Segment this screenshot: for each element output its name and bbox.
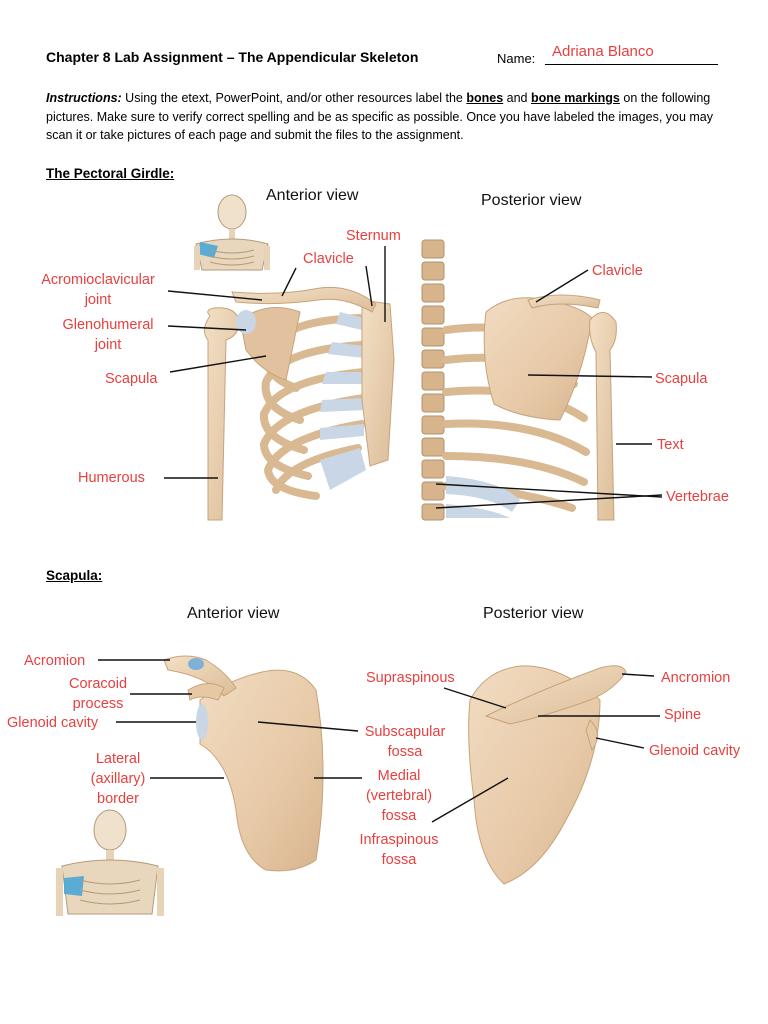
instructions-bones: bones bbox=[466, 91, 504, 105]
label-coracoid-line1: Coracoid bbox=[68, 676, 128, 692]
pectoral-girdle-heading-text: The Pectoral Girdle bbox=[46, 166, 170, 181]
instructions-text-1: Using the etext, PowerPoint, and/or othe… bbox=[121, 91, 467, 105]
thumbnail-skeleton-bottom bbox=[56, 809, 164, 916]
pectoral-girdle-heading: The Pectoral Girdle: bbox=[46, 166, 174, 181]
name-field-line bbox=[545, 64, 718, 65]
scapula-anterior-illustration bbox=[163, 655, 324, 872]
label-coracoid-line2: process bbox=[72, 696, 124, 712]
scapula-posterior-title: Posterior view bbox=[483, 605, 584, 622]
label-lateral-line1: Lateral bbox=[95, 751, 141, 767]
pectoral-leader-lines bbox=[164, 246, 663, 509]
label-acromion: Acromion bbox=[24, 653, 86, 669]
label-glenohumeral-line2: joint bbox=[94, 337, 122, 353]
label-subscapular-fossa: Subscapular fossa bbox=[356, 722, 454, 762]
label-clavicle-anterior: Clavicle bbox=[303, 251, 354, 267]
instructions-text-2: on the following pictures. Make sure to … bbox=[46, 91, 714, 142]
label-infraspinous-line2: fossa bbox=[381, 852, 417, 868]
label-lateral-line3: border bbox=[97, 791, 139, 807]
instructions-paragraph: Instructions: Using the etext, PowerPoin… bbox=[46, 89, 726, 145]
label-spine: Spine bbox=[664, 707, 702, 723]
label-infraspinous-line1: Infraspinous bbox=[359, 832, 439, 848]
pectoral-anterior-illustration bbox=[204, 286, 395, 521]
label-subscapular-line1: Subscapular bbox=[364, 724, 446, 740]
label-clavicle-posterior: Clavicle bbox=[592, 263, 643, 279]
document-title: Chapter 8 Lab Assignment – The Appendicu… bbox=[46, 49, 419, 65]
label-supraspinous: Supraspinous bbox=[366, 670, 455, 686]
label-lateral-border: Lateral (axillary) border bbox=[82, 749, 154, 809]
label-medial-line2: (vertebral) bbox=[365, 788, 433, 804]
instructions-lead: Instructions: bbox=[46, 91, 122, 105]
name-label: Name: bbox=[497, 51, 536, 66]
scapula-leader-lines bbox=[98, 659, 660, 823]
label-scapula-posterior: Scapula bbox=[655, 371, 708, 387]
label-medial-line3: fossa bbox=[381, 808, 417, 824]
instructions-bone-markings: bone markings bbox=[530, 91, 620, 105]
label-lateral-line2: (axillary) bbox=[90, 771, 146, 787]
label-glenohumeral-line1: Glenohumeral bbox=[62, 317, 154, 333]
pectoral-posterior-title: Posterior view bbox=[481, 192, 582, 209]
label-glenohumeral-joint: Glenohumeral joint bbox=[52, 315, 164, 355]
label-acromioclavicular-line1: Acromioclavicular bbox=[41, 272, 155, 288]
pectoral-girdle-heading-colon: : bbox=[169, 166, 175, 181]
label-glenoid-cavity-anterior: Glenoid cavity bbox=[7, 715, 99, 731]
scapula-posterior-illustration bbox=[468, 665, 627, 885]
label-humerous: Humerous bbox=[78, 470, 145, 486]
name-value[interactable]: Adriana Blanco bbox=[552, 43, 654, 60]
label-ancromion: Ancromion bbox=[661, 670, 731, 686]
label-vertebrae: Vertebrae bbox=[666, 489, 729, 505]
label-text: Text bbox=[657, 437, 684, 453]
label-coracoid-process: Coracoid process bbox=[60, 674, 136, 714]
label-sternum: Sternum bbox=[346, 228, 401, 244]
label-glenoid-cavity-posterior: Glenoid cavity bbox=[649, 743, 741, 759]
thumbnail-skeleton-top bbox=[194, 194, 270, 271]
label-acromioclavicular-joint: Acromioclavicular joint bbox=[30, 270, 166, 310]
scapula-anterior-title: Anterior view bbox=[187, 605, 280, 622]
label-infraspinous-fossa: Infraspinous fossa bbox=[350, 830, 448, 870]
label-subscapular-line2: fossa bbox=[387, 744, 423, 760]
pectoral-posterior-illustration bbox=[421, 239, 617, 521]
label-medial-line1: Medial bbox=[377, 768, 421, 784]
scapula-heading: Scapula: bbox=[46, 568, 103, 583]
label-acromioclavicular-line2: joint bbox=[84, 292, 112, 308]
label-scapula-anterior: Scapula bbox=[105, 371, 158, 387]
instructions-and: and bbox=[503, 91, 531, 105]
pectoral-anterior-title: Anterior view bbox=[266, 187, 359, 204]
label-medial-fossa: Medial (vertebral) fossa bbox=[356, 766, 442, 826]
